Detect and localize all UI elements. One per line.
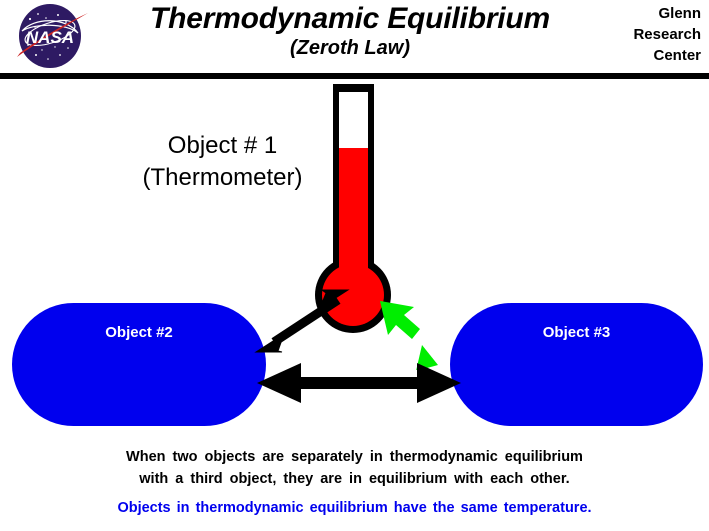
statement-caption: When two objects are separately in therm… — [0, 446, 709, 490]
svg-text:NASA: NASA — [26, 28, 74, 47]
title-block: Thermodynamic Equilibrium (Zeroth Law) — [110, 2, 590, 60]
page-header: NASA Thermodynamic Equilibrium (Zeroth L… — [0, 0, 709, 79]
thermometer-icon — [315, 84, 391, 333]
statement-line-2: with a third object, they are in equilib… — [139, 471, 570, 487]
object3-label: Object #3 — [542, 324, 611, 341]
object1-label-line2: (Thermometer) — [142, 164, 303, 191]
nasa-logo-icon: NASA — [17, 4, 88, 68]
conclusion-caption: Objects in thermodynamic equilibrium hav… — [117, 500, 592, 516]
arrow-thermometer-object3 — [380, 301, 438, 370]
center-line-1: Glenn — [658, 5, 701, 22]
object2-label: Object #2 — [105, 324, 173, 341]
research-center-label: Glenn Research Center — [605, 3, 701, 66]
object3-shape: Object #3 — [450, 303, 703, 426]
object2-shape: Object #2 — [12, 303, 266, 426]
arrow-object2-thermometer — [254, 289, 350, 353]
object1-label: Object # 1 (Thermometer) — [110, 130, 335, 194]
header-divider — [0, 73, 709, 79]
page-title: Thermodynamic Equilibrium — [149, 2, 551, 35]
center-line-2: Research — [633, 26, 701, 43]
statement-line-1: When two objects are separately in therm… — [126, 449, 583, 465]
center-line-3: Center — [653, 47, 701, 64]
object1-label-line1: Object # 1 — [167, 132, 278, 159]
page-subtitle: (Zeroth Law) — [290, 37, 410, 59]
arrow-object2-object3 — [257, 363, 461, 403]
